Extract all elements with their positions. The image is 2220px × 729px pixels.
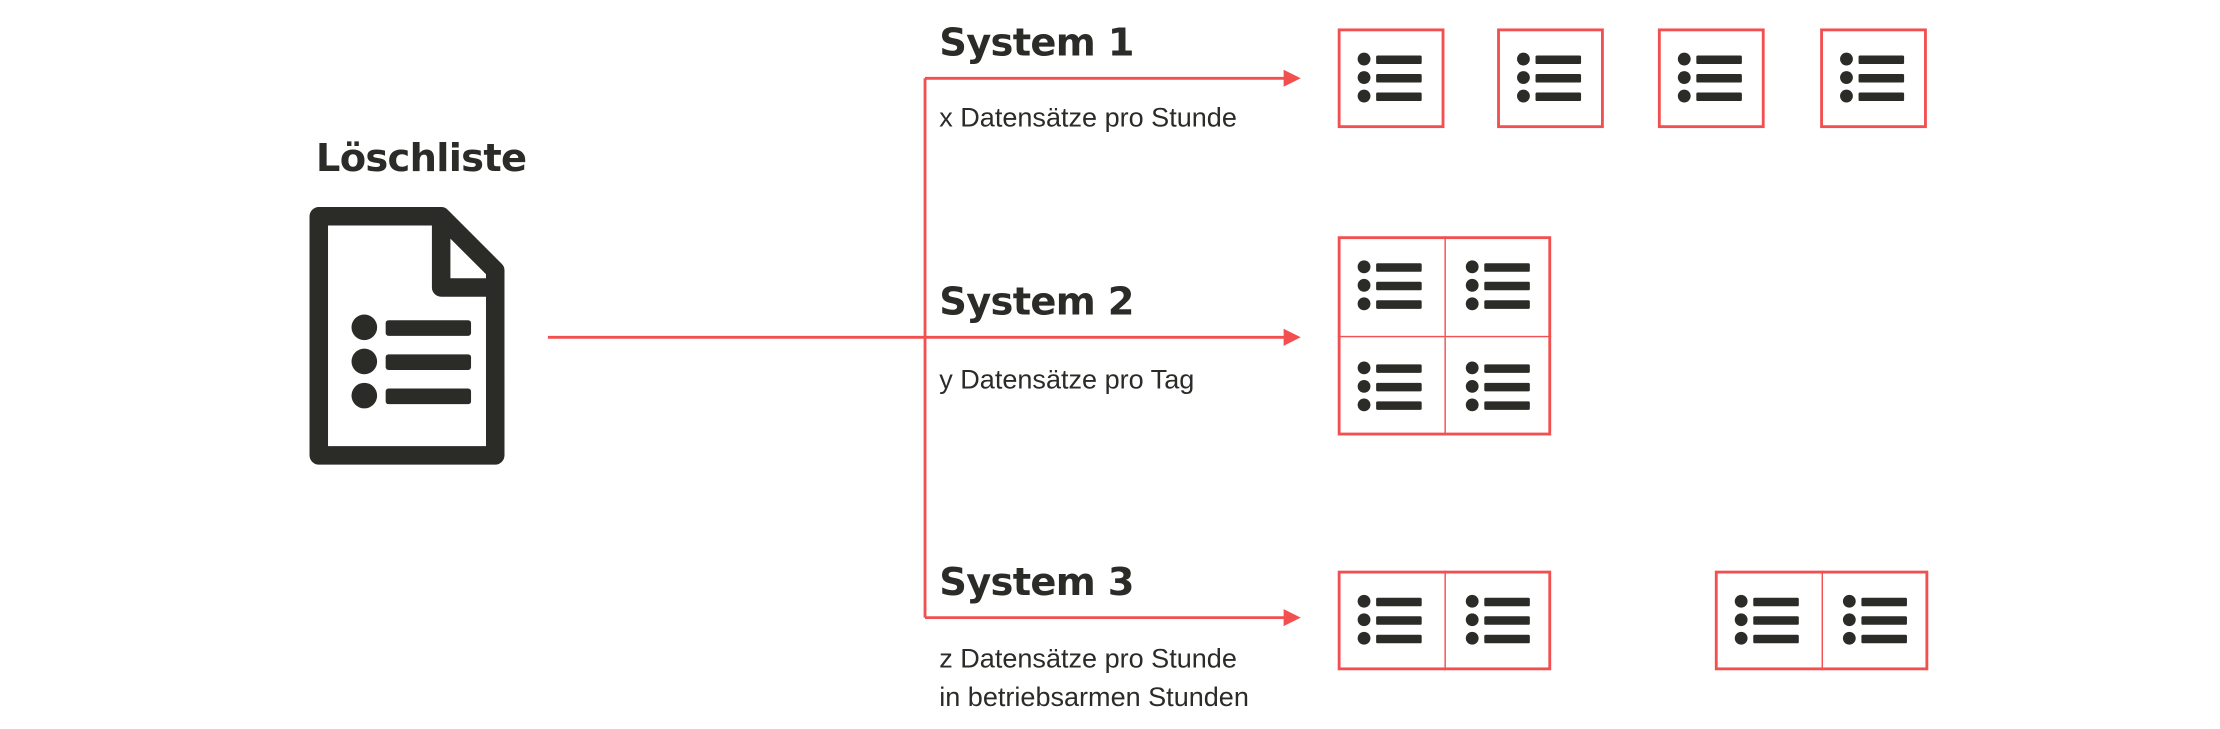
system-2-batch xyxy=(1337,236,1552,436)
document-list-icon xyxy=(309,207,505,465)
record-set xyxy=(1444,570,1551,671)
arrow-icon xyxy=(1283,69,1301,87)
list-icon xyxy=(1357,260,1426,317)
system-3-title: System 3 xyxy=(939,560,1134,605)
record-set xyxy=(1821,570,1929,671)
record-set xyxy=(1444,236,1551,336)
record-set xyxy=(1715,571,1822,671)
arrow-icon xyxy=(1283,328,1301,346)
record-set xyxy=(1338,571,1445,671)
record-set xyxy=(1658,28,1765,128)
system-1-rate: x Datensätze pro Stunde xyxy=(939,103,1237,134)
list-icon xyxy=(1357,594,1426,652)
record-set xyxy=(1497,28,1604,128)
record-set xyxy=(1337,335,1445,436)
list-icon xyxy=(1517,52,1585,110)
list-icon xyxy=(1465,361,1534,418)
list-icon xyxy=(1840,52,1908,110)
system-2-title: System 2 xyxy=(939,280,1134,325)
system-3-batch xyxy=(1714,570,1929,671)
system-1-batch xyxy=(1657,28,1765,129)
record-set xyxy=(1338,236,1445,336)
record-set xyxy=(1444,335,1552,436)
list-icon xyxy=(1677,52,1746,110)
system-3-rate: z Datensätze pro Stunde xyxy=(939,644,1237,675)
record-set xyxy=(1338,28,1445,128)
list-icon xyxy=(1734,594,1803,652)
list-icon xyxy=(1465,594,1534,652)
system-1-batch xyxy=(1337,28,1445,129)
system-3-rate-note: in betriebsarmen Stunden xyxy=(939,683,1249,713)
arrow-icon xyxy=(1283,609,1301,627)
list-icon xyxy=(1357,52,1426,110)
list-icon xyxy=(1465,260,1534,317)
source-title: Löschliste xyxy=(315,136,527,181)
list-icon xyxy=(1357,361,1426,418)
record-set xyxy=(1820,28,1927,128)
list-icon xyxy=(1842,594,1911,652)
system-1-title: System 1 xyxy=(939,21,1134,66)
system-1-batch xyxy=(1497,28,1604,129)
system-2-rate: y Datensätze pro Tag xyxy=(939,365,1195,396)
system-3-batch xyxy=(1337,570,1552,671)
system-1-batch xyxy=(1820,28,1927,129)
